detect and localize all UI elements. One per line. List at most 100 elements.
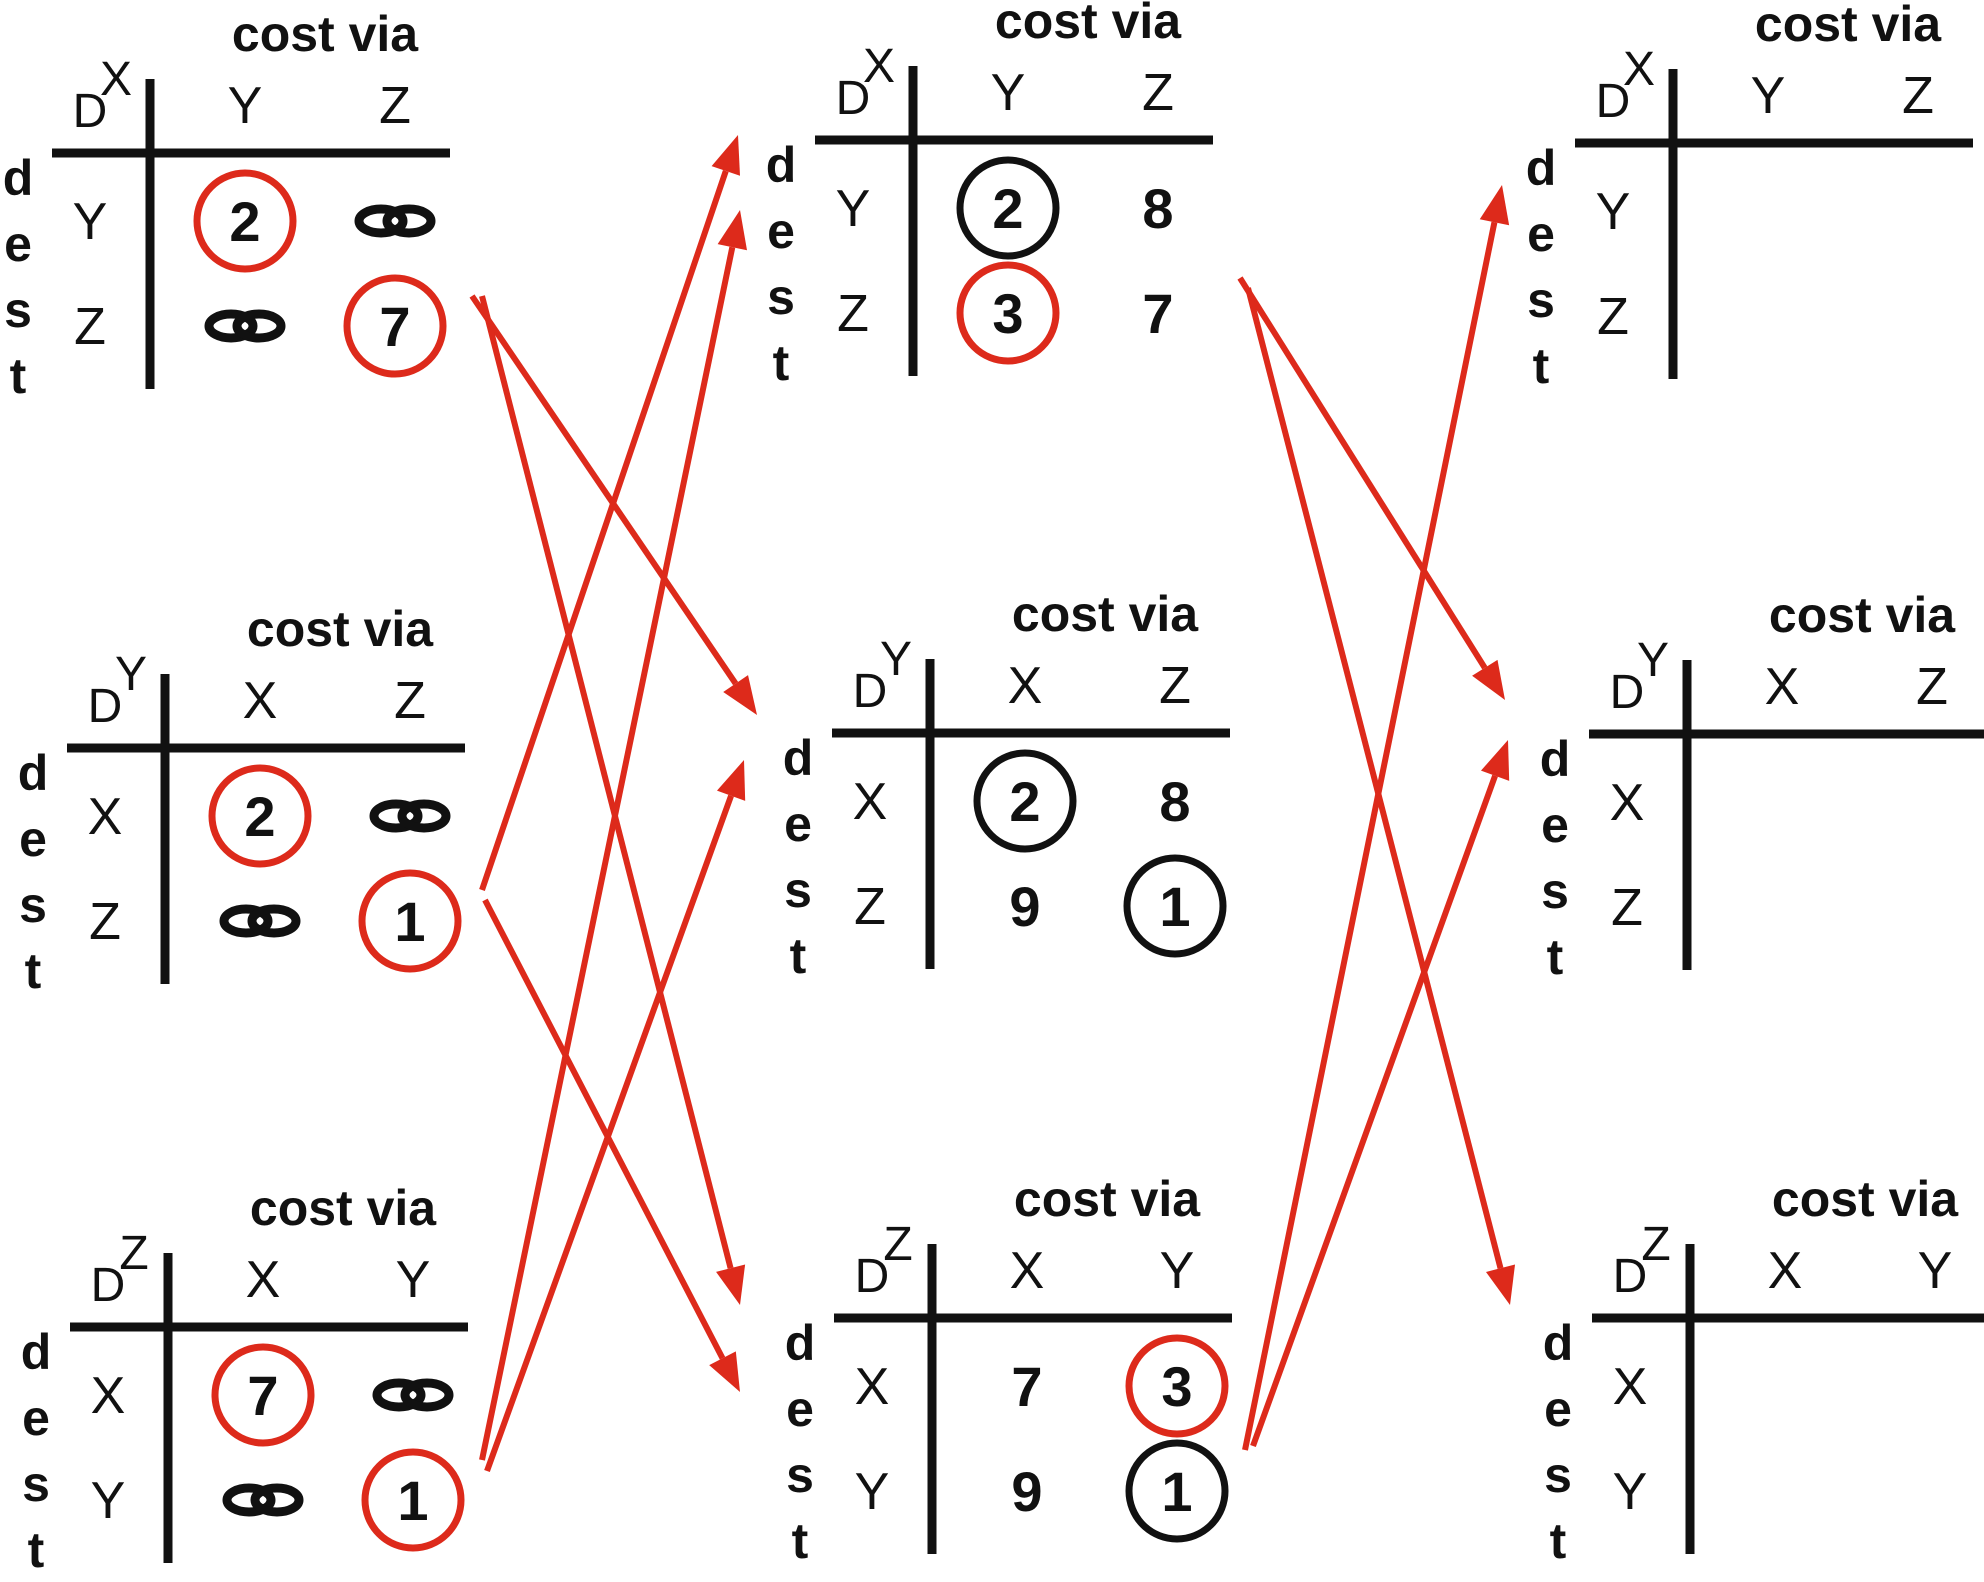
dest-axis-letter: e xyxy=(4,216,32,272)
cost-cell: 2 xyxy=(244,785,275,848)
column-header-via: X xyxy=(1768,1242,1803,1300)
infinity-symbol: ∞ xyxy=(219,904,301,938)
cost-via-title: cost via xyxy=(1769,587,1956,643)
dest-axis-letter: d xyxy=(1540,731,1571,787)
dest-axis-letter: s xyxy=(1544,1447,1572,1503)
arrow-head xyxy=(1479,185,1510,226)
dest-axis-letter: d xyxy=(21,1324,52,1380)
row-header-dest: Y xyxy=(73,193,108,251)
dest-axis-letter: t xyxy=(1547,929,1564,985)
dest-axis-letter: s xyxy=(4,282,32,338)
dest-axis-letter: d xyxy=(1526,140,1557,196)
dest-axis-letter: d xyxy=(3,150,34,206)
dest-axis-letter: t xyxy=(25,943,42,999)
min-cost-ring xyxy=(208,764,312,868)
cost-via-title: cost via xyxy=(247,601,434,657)
min-cost-ring xyxy=(956,261,1060,365)
cost-cell: 8 xyxy=(1142,177,1173,240)
node-label: Z xyxy=(883,1218,912,1271)
column-header-via: Y xyxy=(991,64,1026,122)
cost-via-title: cost via xyxy=(995,0,1182,49)
dest-axis-letter: e xyxy=(19,811,47,867)
update-arrow xyxy=(482,898,740,1392)
cost-via-title: cost via xyxy=(232,6,419,62)
update-arrow xyxy=(479,210,748,1461)
dest-axis-letter: e xyxy=(1541,797,1569,853)
cost-cell: 7 xyxy=(247,1364,278,1427)
dest-axis-letter: e xyxy=(1544,1381,1572,1437)
cost-cell: 1 xyxy=(394,890,425,953)
column-header-via: Y xyxy=(1751,67,1786,125)
cost-cell: 9 xyxy=(1011,1460,1042,1523)
cost-via-title: cost via xyxy=(1755,0,1942,52)
dest-axis-letter: s xyxy=(22,1456,50,1512)
dest-axis-letter: t xyxy=(28,1522,45,1578)
infinity-value: ∞ xyxy=(263,1499,264,1501)
row-header-dest: X xyxy=(855,1358,890,1416)
cost-via-title: cost via xyxy=(1014,1171,1201,1227)
dest-axis-letter: t xyxy=(792,1513,809,1569)
row-header-dest: Z xyxy=(74,298,106,356)
distance-label: D xyxy=(836,72,871,125)
infinity-symbol: ∞ xyxy=(204,309,286,343)
dest-axis-letter: e xyxy=(784,796,812,852)
column-header-via: Y xyxy=(396,1251,431,1309)
column-header-via: Y xyxy=(1160,1242,1195,1300)
dest-axis-letter: s xyxy=(784,862,812,918)
update-arrow xyxy=(484,760,746,1473)
cost-cell: 7 xyxy=(1142,282,1173,345)
row-header-dest: X xyxy=(88,788,123,846)
cost-cell: 1 xyxy=(1159,875,1190,938)
min-cost-ring xyxy=(956,156,1060,260)
dest-axis-letter: s xyxy=(1527,272,1555,328)
arrow-head xyxy=(1485,1264,1516,1305)
cost-cell: 2 xyxy=(1009,770,1040,833)
node-label: Y xyxy=(1637,634,1669,687)
column-header-via: X xyxy=(1765,658,1800,716)
distance-label: D xyxy=(853,665,888,718)
min-cost-ring xyxy=(343,274,447,378)
dest-axis-letter: e xyxy=(22,1390,50,1446)
arrow-head xyxy=(709,1351,740,1392)
infinity-value: ∞ xyxy=(410,815,411,817)
update-arrow xyxy=(1242,185,1510,1451)
distance-label: D xyxy=(1610,666,1645,719)
column-header-via: Z xyxy=(1159,657,1191,715)
distance-label: D xyxy=(1596,75,1631,128)
update-arrow xyxy=(479,135,741,891)
min-cost-ring xyxy=(1125,1334,1229,1438)
infinity-value: ∞ xyxy=(260,920,261,922)
row-header-dest: Y xyxy=(1613,1463,1648,1521)
row-header-dest: X xyxy=(1610,774,1645,832)
dest-axis-letter: s xyxy=(1541,863,1569,919)
cost-via-title: cost via xyxy=(250,1180,437,1236)
cost-cell: 1 xyxy=(397,1469,428,1532)
infinity-value: ∞ xyxy=(395,220,396,222)
cost-cell: 2 xyxy=(229,190,260,253)
dest-axis-letter: t xyxy=(1533,338,1550,394)
arrow-head xyxy=(1472,659,1505,700)
dest-axis-letter: t xyxy=(10,348,27,404)
row-header-dest: Z xyxy=(89,893,121,951)
dest-axis-letter: s xyxy=(767,269,795,325)
distance-label: D xyxy=(91,1259,126,1312)
column-header-via: Z xyxy=(394,672,426,730)
arrow-head xyxy=(1480,740,1510,781)
cost-via-title: cost via xyxy=(1772,1171,1959,1227)
arrow-head xyxy=(716,760,746,801)
cost-cell: 2 xyxy=(992,177,1023,240)
row-header-dest: Z xyxy=(1597,288,1629,346)
cost-via-title: cost via xyxy=(1012,586,1199,642)
cost-cell: 9 xyxy=(1009,875,1040,938)
min-cost-ring xyxy=(361,1448,465,1552)
update-arrow xyxy=(469,294,757,715)
min-cost-ring xyxy=(211,1343,315,1447)
node-label: Y xyxy=(115,648,147,701)
update-arrow xyxy=(479,295,746,1305)
